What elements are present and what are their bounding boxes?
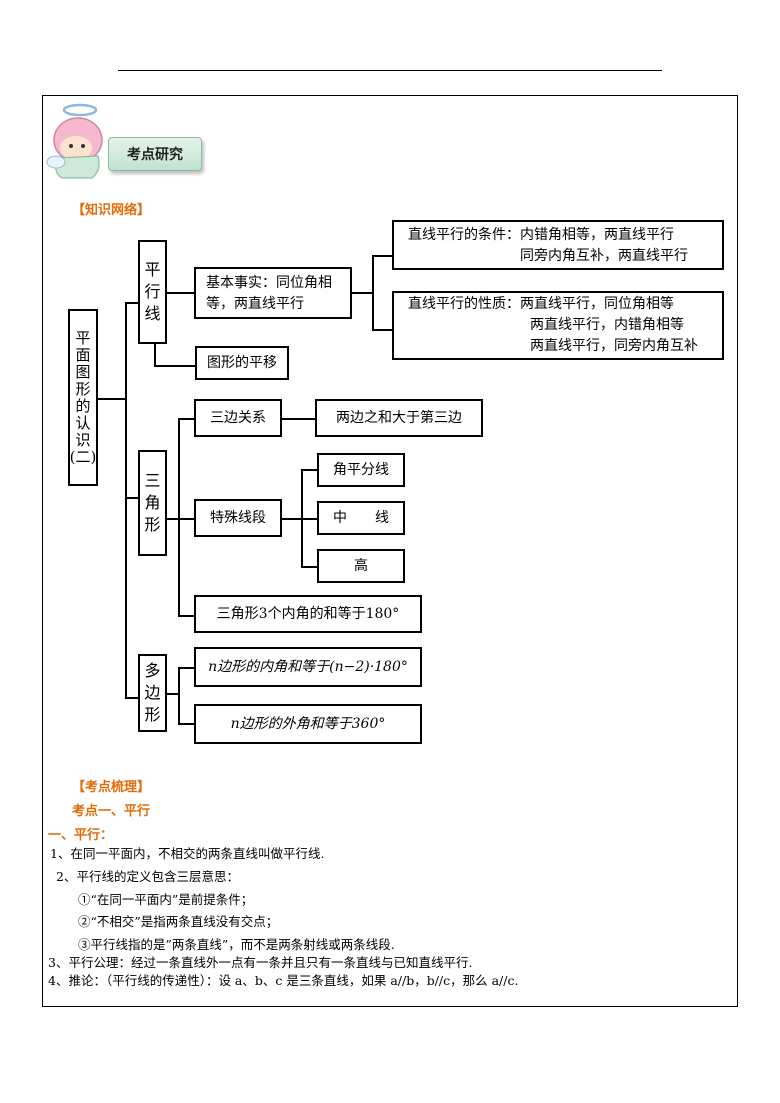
review-item: ①“在同一平面内”是前提条件； [78,892,254,907]
polygon-box: 多 边 形 [138,654,167,732]
side-rule-box: 两边之和大于第三边 [315,399,483,437]
connector-line [178,615,195,617]
label-char: 边 [144,683,161,702]
root-char: 二 [75,447,91,466]
connector-line [167,518,195,520]
angle-sum-box: 三角形3个内角的和等于180° [194,595,422,633]
root-char: 识 [75,430,91,449]
special-segments-box: 特殊线段 [194,499,282,537]
connector-line [301,518,318,520]
review-item: ③平行线指的是”两条直线”，而不是两条射线或两条线段. [78,937,395,952]
angel-mascot-icon [46,103,103,179]
header-rule [118,70,662,71]
section-badge: 考点研究 [108,137,202,171]
review-item: 3、平行公理：经过一条直线外一点有一条并且只有一条直线与已知直线平行. [48,955,473,970]
label-char: 角 [144,493,161,512]
connector-line [178,667,195,669]
connector-line [125,497,139,499]
connector-line [154,365,196,367]
review-item: 4、推论：（平行线的传递性）：设 a、b、c 是三条直线，如果 a//b，b//… [48,973,519,988]
connector-line [125,302,127,697]
review-item: 1、在同一平面内，不相交的两条直线叫做平行线. [50,846,325,861]
property-line: 两直线平行，同旁内角互补 [530,338,698,354]
label-char: 形 [144,705,161,724]
side-relation-box: 三边关系 [194,399,282,437]
root-char: 平 [75,328,91,347]
connector-line [125,697,139,699]
section-title: 一、平行： [48,828,114,843]
triangle-box: 三 角 形 [138,450,167,556]
condition-line: 同旁内角互补，两直线平行 [520,248,688,264]
root-char: ( [69,447,76,466]
connector-line [154,344,156,366]
connector-line [98,398,126,400]
label-char: 线 [144,304,161,323]
connector-line [178,418,180,616]
parallel-lines-box: 平 行 线 [138,240,167,344]
review-item: 2、平行线的定义包含三层意思： [56,869,239,884]
property-line: 直线平行的性质：两直线平行，同位角相等 [408,296,674,312]
parallel-conditions-box: 直线平行的条件：内错角相等，两直线平行 同旁内角互补，两直线平行 [392,220,724,270]
connector-line [125,302,139,304]
exterior-angle-sum-box: n边形的外角和等于360° [194,704,422,744]
label-char: 多 [144,661,161,680]
interior-angle-sum-box: n边形的内角和等于(n−2)·180° [194,647,422,687]
point-title: 考点一、平行 [72,804,151,819]
connector-line [178,418,195,420]
knowledge-network-heading: 【知识网络】 [72,203,151,218]
root-char: 的 [75,396,91,415]
root-paren-group: ( 二 ) [69,447,97,466]
root-char: 形 [75,379,91,398]
root-char: 面 [75,345,91,364]
connector-line [352,292,373,294]
condition-line: 直线平行的条件：内错角相等，两直线平行 [408,227,674,243]
connector-line [282,418,316,420]
label-char: 行 [144,282,161,301]
translation-box: 图形的平移 [195,346,289,380]
connector-line [178,723,195,725]
root-char: 认 [75,413,91,432]
basic-fact-line: 等，两直线平行 [206,296,304,312]
basic-fact-line: 基本事实：同位角相 [206,275,332,291]
root-box: 平 面 图 形 的 认 识 ( 二 ) [68,309,98,486]
review-heading: 【考点梳理】 [72,780,151,795]
angle-bisector-box: 角平分线 [317,453,405,487]
label-char: 三 [144,471,161,490]
root-char: 图 [75,362,91,381]
altitude-box: 高 [317,549,405,583]
median-box: 中 线 [317,501,405,535]
property-line: 两直线平行，内错角相等 [530,317,684,333]
parallel-properties-box: 直线平行的性质：两直线平行，同位角相等 两直线平行，内错角相等 两直线平行，同旁… [392,291,724,360]
connector-line [372,255,374,330]
connector-line [167,693,179,695]
basic-fact-box: 基本事实：同位角相 等，两直线平行 [194,267,352,319]
connector-line [372,329,393,331]
connector-line [301,566,318,568]
connector-line [178,667,180,724]
content-frame [42,95,738,1007]
connector-line [301,469,318,471]
review-item: ②“不相交”是指两条直线没有交点； [78,914,279,929]
root-char: ) [90,447,97,466]
connector-line [282,518,302,520]
label-char: 平 [144,260,161,279]
connector-line [372,255,393,257]
connector-line [167,292,195,294]
label-char: 形 [144,515,161,534]
